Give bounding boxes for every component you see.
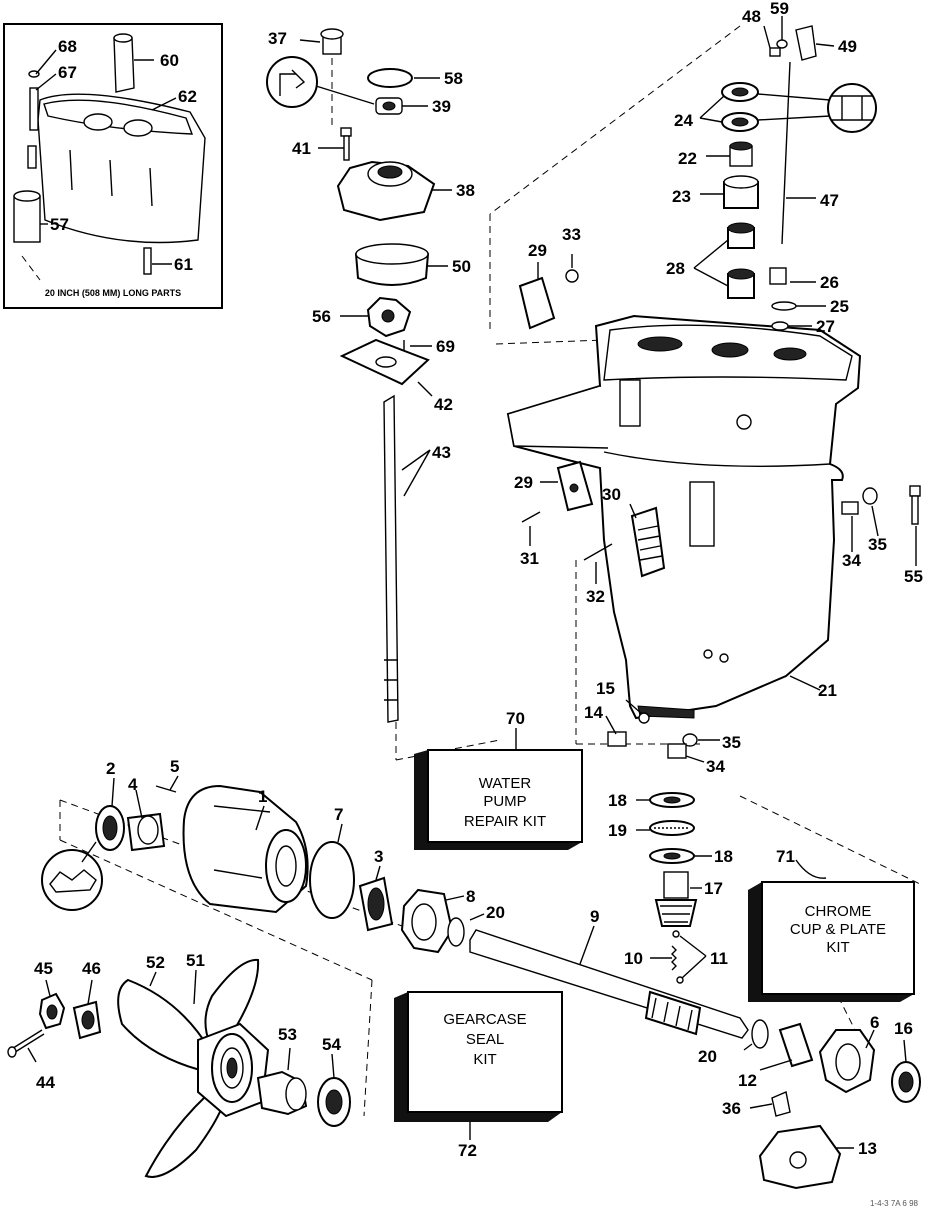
label-28: 28 [666, 259, 685, 278]
label-7: 7 [334, 805, 343, 824]
label-13: 13 [858, 1139, 877, 1158]
water-pump-assembly: 37 58 39 41 38 50 56 69 42 43 [266, 28, 475, 723]
label-23: 23 [672, 187, 691, 206]
label-56: 56 [312, 307, 331, 326]
label-68: 68 [58, 37, 77, 56]
water-pump-kit-line2: PUMP [483, 793, 526, 810]
label-20-right: 20 [698, 1047, 717, 1066]
label-11: 11 [710, 949, 728, 968]
label-35-right: 35 [868, 535, 887, 554]
chrome-cup-kit: CHROME CUP & PLATE KIT 71 [748, 847, 915, 1002]
label-16: 16 [894, 1019, 913, 1038]
drawing-number: 1-4-3 7A 6 98 [870, 1199, 919, 1208]
label-43: 43 [432, 443, 451, 462]
label-44: 44 [36, 1073, 55, 1092]
label-33: 33 [562, 225, 581, 244]
label-6: 6 [870, 1013, 879, 1032]
label-37: 37 [268, 29, 287, 48]
label-48: 48 [742, 7, 761, 26]
label-36: 36 [722, 1099, 741, 1118]
label-1: 1 [258, 787, 267, 806]
gearcase-housing [506, 314, 862, 720]
label-2: 2 [106, 759, 115, 778]
label-59: 59 [770, 0, 789, 18]
label-22: 22 [678, 149, 697, 168]
label-61: 61 [174, 255, 193, 274]
label-67: 67 [58, 63, 77, 82]
label-9: 9 [590, 907, 599, 926]
label-47: 47 [820, 191, 839, 210]
label-72: 72 [458, 1141, 477, 1160]
label-32: 32 [586, 587, 605, 606]
label-20-left: 20 [486, 903, 505, 922]
label-17: 17 [704, 879, 723, 898]
label-21: 21 [818, 681, 837, 700]
label-42: 42 [434, 395, 453, 414]
label-27: 27 [816, 317, 835, 336]
inset-caption: 20 INCH (508 MM) LONG PARTS [45, 288, 181, 298]
label-34-lower: 34 [706, 757, 725, 776]
label-62: 62 [178, 87, 197, 106]
label-69: 69 [436, 337, 455, 356]
prop-shaft-assembly: 2 4 5 1 7 3 8 20 9 20 12 6 16 36 13 [41, 757, 921, 1190]
water-pump-kit-line3: REPAIR KIT [464, 813, 546, 830]
label-60: 60 [160, 51, 179, 70]
label-19: 19 [608, 821, 627, 840]
label-24: 24 [674, 111, 693, 130]
label-4: 4 [128, 775, 138, 794]
water-pump-kit: WATER PUMP REPAIR KIT 70 [414, 709, 583, 850]
label-38: 38 [456, 181, 475, 200]
label-52: 52 [146, 953, 165, 972]
label-39: 39 [432, 97, 451, 116]
label-30: 30 [602, 485, 621, 504]
label-54: 54 [322, 1035, 341, 1054]
label-57: 57 [50, 215, 69, 234]
label-25: 25 [830, 297, 849, 316]
water-pump-kit-line1: WATER [479, 775, 532, 792]
label-71: 71 [776, 847, 795, 866]
label-50: 50 [452, 257, 471, 276]
long-parts-inset: 68 67 60 62 57 61 20 INCH (508 MM) LONG … [3, 23, 223, 309]
label-15: 15 [596, 679, 615, 698]
label-3: 3 [374, 847, 383, 866]
label-26: 26 [820, 273, 839, 292]
label-31: 31 [520, 549, 539, 568]
label-35-lower: 35 [722, 733, 741, 752]
label-53: 53 [278, 1025, 297, 1044]
label-5: 5 [170, 757, 179, 776]
label-29-lower: 29 [514, 473, 533, 492]
propeller-assembly: 45 46 52 51 44 53 54 [7, 951, 351, 1178]
label-34-right: 34 [842, 551, 861, 570]
label-18-bottom: 18 [714, 847, 733, 866]
chrome-cup-kit-line1: CHROME [805, 903, 872, 920]
label-45: 45 [34, 959, 53, 978]
label-55: 55 [904, 567, 923, 586]
gearcase-seal-kit-line1: GEARCASE [443, 1011, 526, 1028]
housing-side-parts: 29 30 31 32 34 35 55 21 15 14 35 34 [514, 460, 923, 776]
gearcase-seal-kit-line3: KIT [473, 1051, 496, 1068]
label-49: 49 [838, 37, 857, 56]
shift-rod-parts: 48 59 49 24 22 23 47 28 26 25 27 33 29 [518, 0, 877, 336]
label-18-top: 18 [608, 791, 627, 810]
label-10: 10 [624, 949, 643, 968]
chrome-cup-kit-line2: CUP & PLATE [790, 921, 886, 938]
gearcase-seal-kit: GEARCASE SEAL KIT 72 [394, 991, 563, 1160]
label-46: 46 [82, 959, 101, 978]
chrome-cup-kit-line3: KIT [826, 939, 849, 956]
label-41: 41 [292, 139, 311, 158]
label-70: 70 [506, 709, 525, 728]
label-8: 8 [466, 887, 475, 906]
label-12: 12 [738, 1071, 757, 1090]
label-14: 14 [584, 703, 603, 722]
alignment-lines [59, 25, 921, 1117]
label-51: 51 [186, 951, 205, 970]
lower-gear-train: 18 19 18 17 10 11 [608, 791, 733, 984]
label-29-upper: 29 [528, 241, 547, 260]
gearcase-seal-kit-line2: SEAL [466, 1031, 504, 1048]
label-58: 58 [444, 69, 463, 88]
